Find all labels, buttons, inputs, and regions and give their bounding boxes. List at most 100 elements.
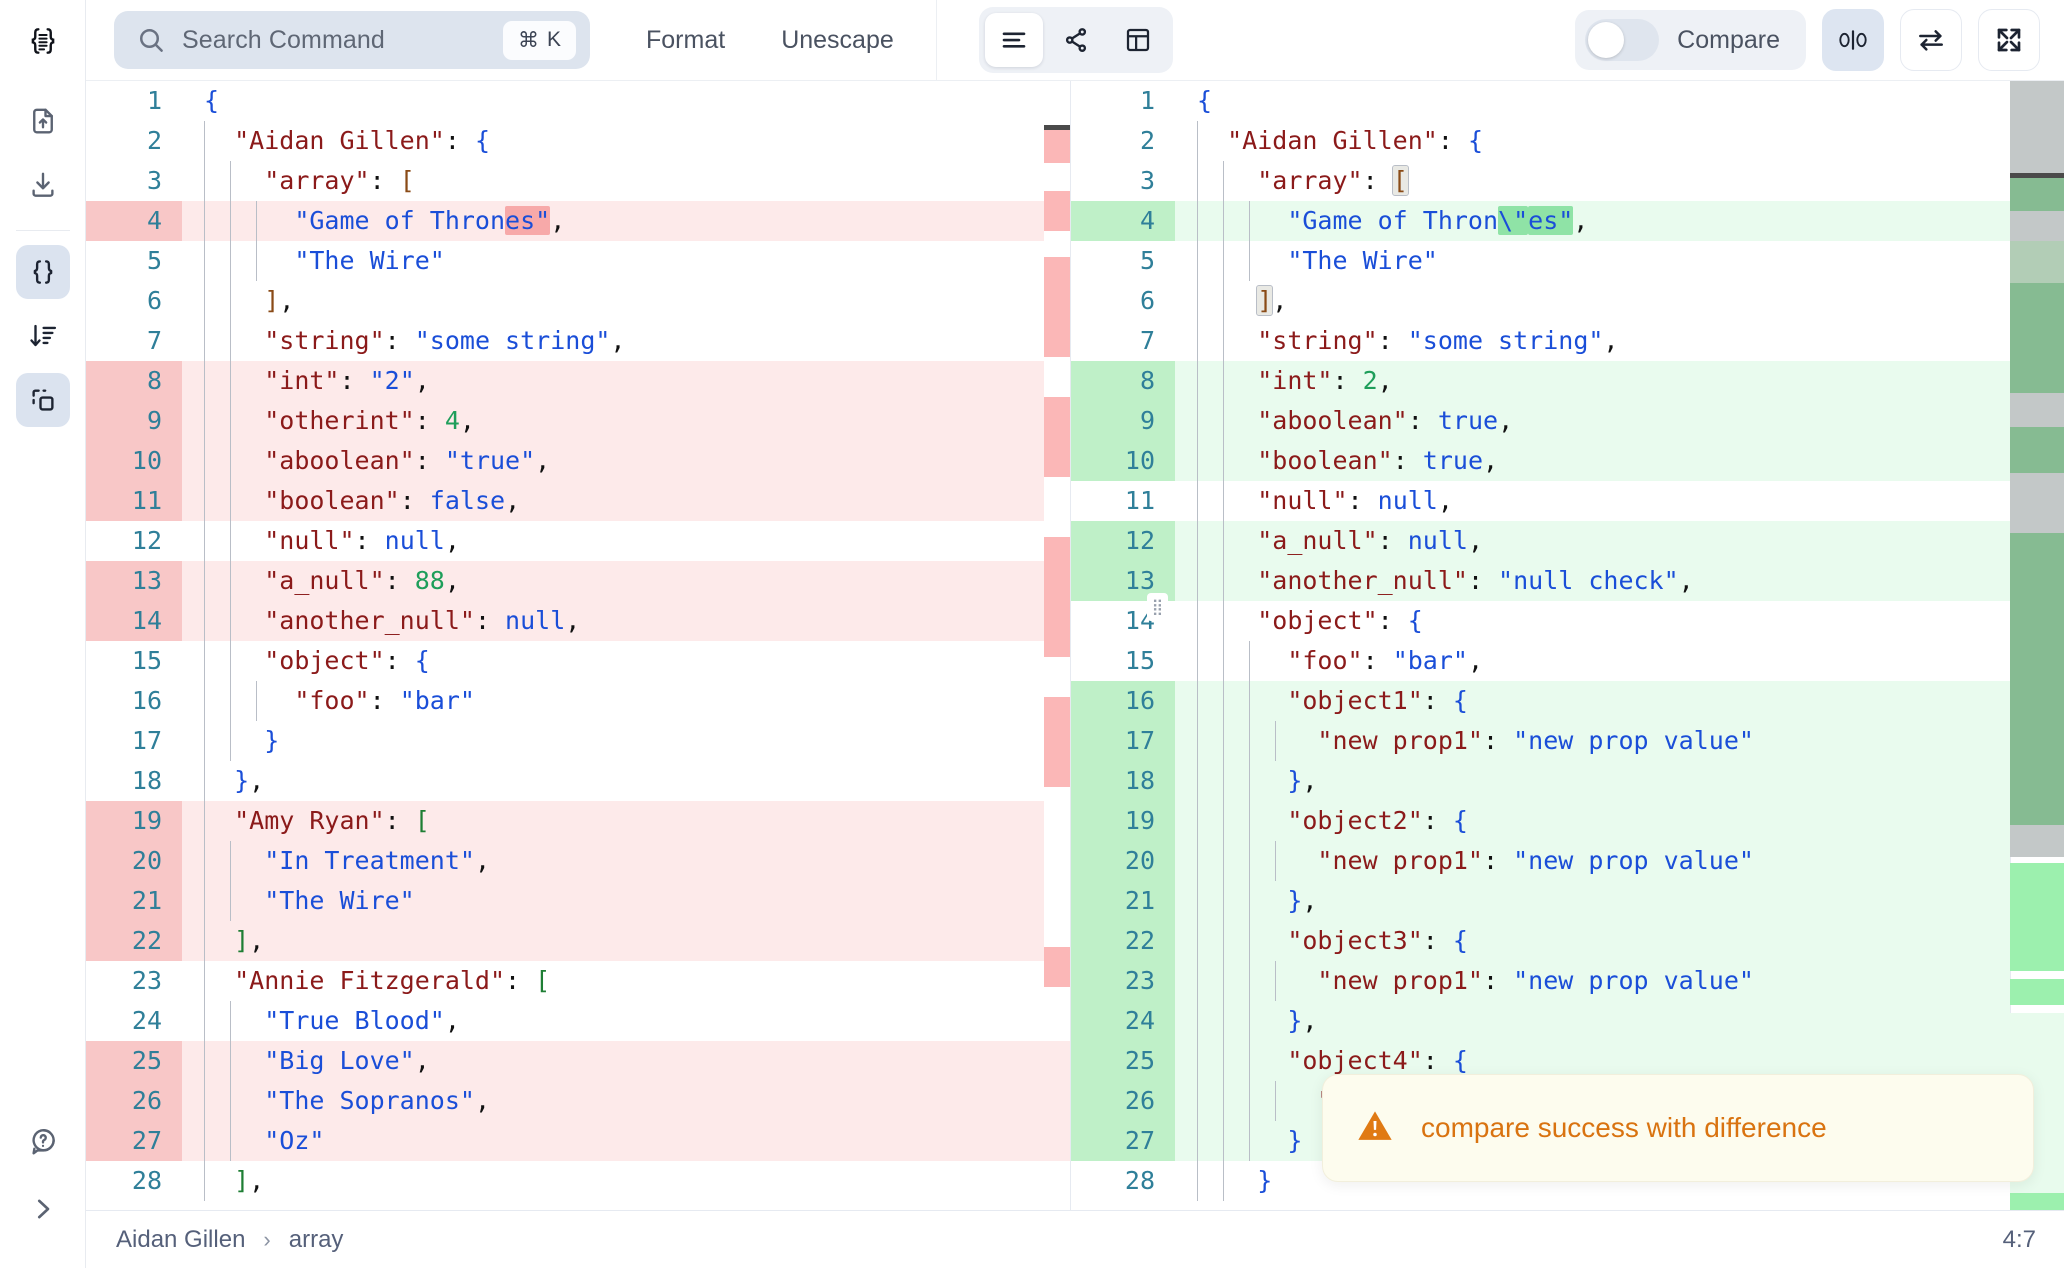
line-content[interactable]: "Aidan Gillen": { bbox=[1175, 121, 2064, 161]
line-content[interactable]: } bbox=[1175, 1161, 2064, 1201]
code-line[interactable]: 8 "int": "2", bbox=[86, 361, 1070, 401]
line-content[interactable]: "Game of Thrones", bbox=[182, 201, 1070, 241]
code-line[interactable]: 14 "another_null": null, bbox=[86, 601, 1070, 641]
breadcrumb-item-0[interactable]: Aidan Gillen bbox=[116, 1225, 246, 1253]
code-line[interactable]: 17 "new prop1": "new prop value" bbox=[1071, 721, 2064, 761]
code-line[interactable]: 12 "a_null": null, bbox=[1071, 521, 2064, 561]
code-line[interactable]: 7 "string": "some string", bbox=[86, 321, 1070, 361]
line-content[interactable]: "foo": "bar" bbox=[182, 681, 1070, 721]
line-content[interactable]: "a_null": null, bbox=[1175, 521, 2064, 561]
line-content[interactable]: "object2": { bbox=[1175, 801, 2064, 841]
line-content[interactable]: "True Blood", bbox=[182, 1001, 1070, 1041]
compare-diff-icon[interactable] bbox=[15, 373, 70, 427]
code-line[interactable]: 1{ bbox=[86, 81, 1070, 121]
code-line[interactable]: 20 "new prop1": "new prop value" bbox=[1071, 841, 2064, 881]
line-content[interactable]: "another_null": "null check", bbox=[1175, 561, 2064, 601]
compare-toggle[interactable] bbox=[1585, 19, 1660, 61]
code-line[interactable]: 11 "null": null, bbox=[1071, 481, 2064, 521]
code-line[interactable]: 2 "Aidan Gillen": { bbox=[1071, 121, 2064, 161]
node-graph-icon[interactable] bbox=[1047, 13, 1105, 67]
line-content[interactable]: "int": 2, bbox=[1175, 361, 2064, 401]
code-line[interactable]: 9 "aboolean": true, bbox=[1071, 401, 2064, 441]
code-line[interactable]: 6 ], bbox=[1071, 281, 2064, 321]
code-line[interactable]: 21 }, bbox=[1071, 881, 2064, 921]
toast-notification[interactable]: compare success with difference bbox=[1322, 1074, 2034, 1182]
code-line[interactable]: 14 "object": { bbox=[1071, 601, 2064, 641]
line-content[interactable]: "Big Love", bbox=[182, 1041, 1070, 1081]
code-line[interactable]: 19 "Amy Ryan": [ bbox=[86, 801, 1070, 841]
text-lines-icon[interactable] bbox=[984, 13, 1043, 67]
code-line[interactable]: 15 "object": { bbox=[86, 641, 1070, 681]
code-line[interactable]: 13 "another_null": "null check", bbox=[1071, 561, 2064, 601]
code-line[interactable]: 10 "boolean": true, bbox=[1071, 441, 2064, 481]
line-content[interactable]: "new prop1": "new prop value" bbox=[1175, 841, 2064, 881]
pane-splitter[interactable]: ⣿ bbox=[1147, 81, 1168, 1210]
code-line[interactable]: 22 "object3": { bbox=[1071, 921, 2064, 961]
line-content[interactable]: "foo": "bar", bbox=[1175, 641, 2064, 681]
cursor-position[interactable]: 4:7 bbox=[2002, 1225, 2036, 1253]
code-line[interactable]: 5 "The Wire" bbox=[1071, 241, 2064, 281]
sort-descending-icon[interactable] bbox=[16, 309, 70, 363]
modified-minimap[interactable] bbox=[2010, 81, 2064, 1210]
line-content[interactable]: "string": "some string", bbox=[182, 321, 1070, 361]
code-line[interactable]: 17 } bbox=[86, 721, 1070, 761]
code-line[interactable]: 16 "foo": "bar" bbox=[86, 681, 1070, 721]
code-line[interactable]: 24 "True Blood", bbox=[86, 1001, 1070, 1041]
line-content[interactable]: ], bbox=[182, 281, 1070, 321]
code-line[interactable]: 11 "boolean": false, bbox=[86, 481, 1070, 521]
file-upload-icon[interactable] bbox=[16, 94, 70, 148]
line-content[interactable]: "another_null": null, bbox=[182, 601, 1070, 641]
line-content[interactable]: }, bbox=[1175, 881, 2064, 921]
line-content[interactable]: } bbox=[182, 721, 1070, 761]
original-minimap[interactable] bbox=[1044, 81, 1070, 1210]
code-line[interactable]: 28 } bbox=[1071, 1161, 2064, 1201]
code-line[interactable]: 18 }, bbox=[86, 761, 1070, 801]
code-line[interactable]: 12 "null": null, bbox=[86, 521, 1070, 561]
code-line[interactable]: 3 "array": [ bbox=[86, 161, 1070, 201]
code-line[interactable]: 15 "foo": "bar", bbox=[1071, 641, 2064, 681]
original-json-pane[interactable]: 1{2 "Aidan Gillen": {3 "array": [4 "Game… bbox=[86, 81, 1071, 1210]
code-line[interactable]: 25 "Big Love", bbox=[86, 1041, 1070, 1081]
line-content[interactable]: ], bbox=[1175, 281, 2064, 321]
code-line[interactable]: 4 "Game of Thron\"es", bbox=[1071, 201, 2064, 241]
search-input[interactable]: Search Command bbox=[182, 25, 385, 54]
code-line[interactable]: 24 }, bbox=[1071, 1001, 2064, 1041]
line-content[interactable]: ], bbox=[182, 1161, 1070, 1201]
code-line[interactable]: 2 "Aidan Gillen": { bbox=[86, 121, 1070, 161]
line-content[interactable]: }, bbox=[1175, 761, 2064, 801]
code-line[interactable]: 13 "a_null": 88, bbox=[86, 561, 1070, 601]
line-content[interactable]: "null": null, bbox=[1175, 481, 2064, 521]
code-line[interactable]: 26 "The Sopranos", bbox=[86, 1081, 1070, 1121]
line-content[interactable]: "boolean": true, bbox=[1175, 441, 2064, 481]
chevron-right-icon[interactable] bbox=[16, 1182, 70, 1236]
line-content[interactable]: "object1": { bbox=[1175, 681, 2064, 721]
line-content[interactable]: "aboolean": true, bbox=[1175, 401, 2064, 441]
line-content[interactable]: "string": "some string", bbox=[1175, 321, 2064, 361]
line-content[interactable]: "The Wire" bbox=[182, 241, 1070, 281]
line-content[interactable]: "object": { bbox=[1175, 601, 2064, 641]
line-content[interactable]: { bbox=[182, 81, 1070, 121]
line-content[interactable]: { bbox=[1175, 81, 2064, 121]
breadcrumb-item-1[interactable]: array bbox=[288, 1225, 344, 1253]
line-content[interactable]: "array": [ bbox=[1175, 161, 2064, 201]
fullscreen-expand-icon[interactable] bbox=[1978, 9, 2040, 71]
code-line[interactable]: 23 "Annie Fitzgerald": [ bbox=[86, 961, 1070, 1001]
line-content[interactable]: "new prop1": "new prop value" bbox=[1175, 961, 2064, 1001]
code-line[interactable]: 5 "The Wire" bbox=[86, 241, 1070, 281]
code-line[interactable]: 7 "string": "some string", bbox=[1071, 321, 2064, 361]
line-content[interactable]: "Aidan Gillen": { bbox=[182, 121, 1070, 161]
line-content[interactable]: "array": [ bbox=[182, 161, 1070, 201]
curly-braces-icon[interactable] bbox=[15, 245, 70, 299]
split-diff-icon[interactable] bbox=[1822, 9, 1884, 71]
line-content[interactable]: "new prop1": "new prop value" bbox=[1175, 721, 2064, 761]
line-content[interactable]: "otherint": 4, bbox=[182, 401, 1070, 441]
code-line[interactable]: 28 ], bbox=[86, 1161, 1070, 1201]
line-content[interactable]: "The Sopranos", bbox=[182, 1081, 1070, 1121]
modified-json-pane[interactable]: 1{2 "Aidan Gillen": {3 "array": [4 "Game… bbox=[1071, 81, 2064, 1210]
swap-arrows-icon[interactable] bbox=[1900, 9, 1962, 71]
code-line[interactable]: 1{ bbox=[1071, 81, 2064, 121]
line-content[interactable]: "Game of Thron\"es", bbox=[1175, 201, 2064, 241]
code-line[interactable]: 4 "Game of Thrones", bbox=[86, 201, 1070, 241]
line-content[interactable]: "The Wire" bbox=[182, 881, 1070, 921]
line-content[interactable]: "object": { bbox=[182, 641, 1070, 681]
